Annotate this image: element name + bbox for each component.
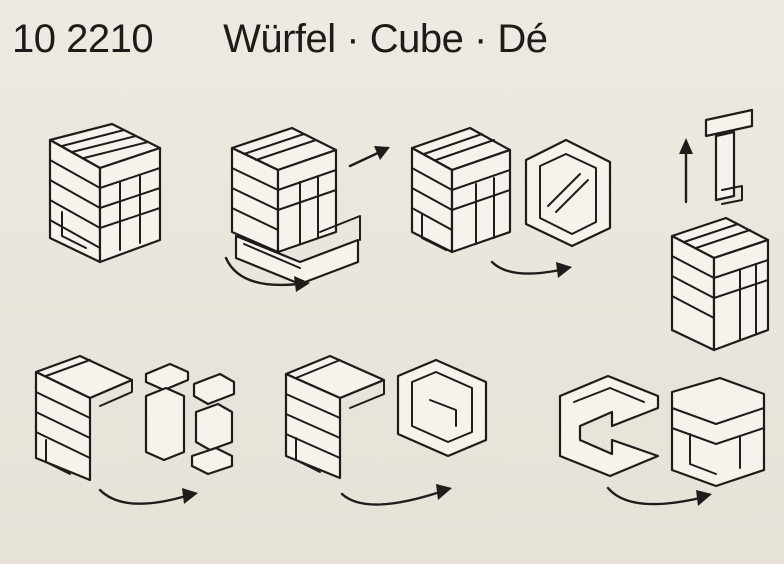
product-title: Würfel · Cube · Dé [223,16,548,61]
step-1-assembled-cube [48,122,162,264]
product-code: 10 2210 [12,16,154,61]
step-7-final-pieces [558,374,766,488]
step-6-separated-piece [284,354,488,480]
curved-arrow-icon [490,260,572,278]
header: 10 2210 Würfel · Cube · Dé [12,14,548,64]
curved-arrow-icon [606,486,712,506]
straight-arrow-icon [679,138,693,204]
curved-arrow-icon [224,256,310,292]
step-3-separated-piece [410,126,612,254]
straight-arrow-icon [348,146,390,168]
step-5-loose-blocks [34,354,236,482]
curved-arrow-icon [98,488,198,505]
curved-arrow-icon [340,484,452,506]
step-4-lift-piece [670,108,770,352]
step-2-rotate-piece [230,126,361,286]
